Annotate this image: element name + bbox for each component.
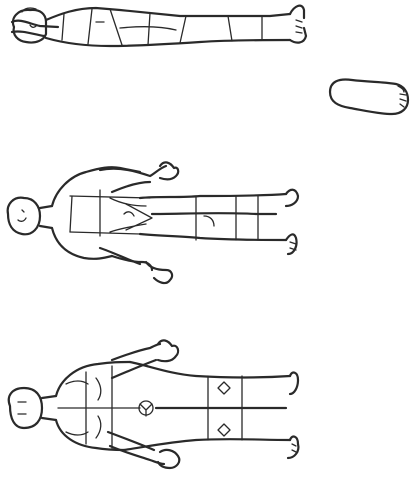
side-view-body-icon [12,6,306,46]
back-view-body-icon [8,162,298,283]
foot-sole-icon [330,80,408,115]
front-view-body-icon [9,340,299,468]
